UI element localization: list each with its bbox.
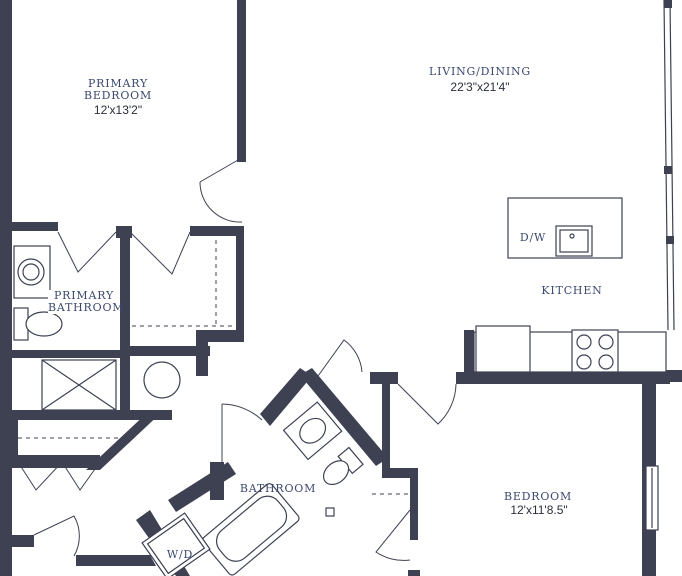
primary-bathroom-name-line2: BATHROOM	[48, 301, 125, 314]
living-dining-label: LIVING/DINING	[428, 65, 531, 78]
bath-fixtures	[141, 401, 364, 576]
primary-bedroom-name-line2: BEDROOM	[83, 89, 153, 102]
closet-rods	[18, 240, 412, 495]
bedroom-label: BEDROOM	[503, 490, 573, 503]
bathroom-label: BATHROOM	[239, 482, 317, 495]
primary-bath-fixtures	[13, 245, 181, 411]
doors	[17, 159, 457, 561]
primary-bedroom-label: PRIMARY BEDROOM	[82, 78, 154, 102]
primary-bedroom-name-line1: PRIMARY	[87, 77, 149, 90]
living-dining-size: 22'3"x21'4"	[450, 80, 510, 94]
primary-bathroom-label: PRIMARY BATHROOM	[48, 289, 125, 314]
washer-dryer-label: W/D	[166, 548, 194, 561]
primary-bathroom-name-line1: PRIMARY	[53, 289, 115, 302]
primary-bedroom-size: 12'x13'2"	[93, 103, 143, 117]
kitchen-fixtures	[473, 197, 667, 373]
kitchen-label: KITCHEN	[541, 284, 603, 297]
dishwasher-label: D/W	[519, 231, 547, 244]
bedroom-size: 12'x11'8.5"	[510, 503, 568, 517]
refrigerator	[475, 325, 531, 373]
